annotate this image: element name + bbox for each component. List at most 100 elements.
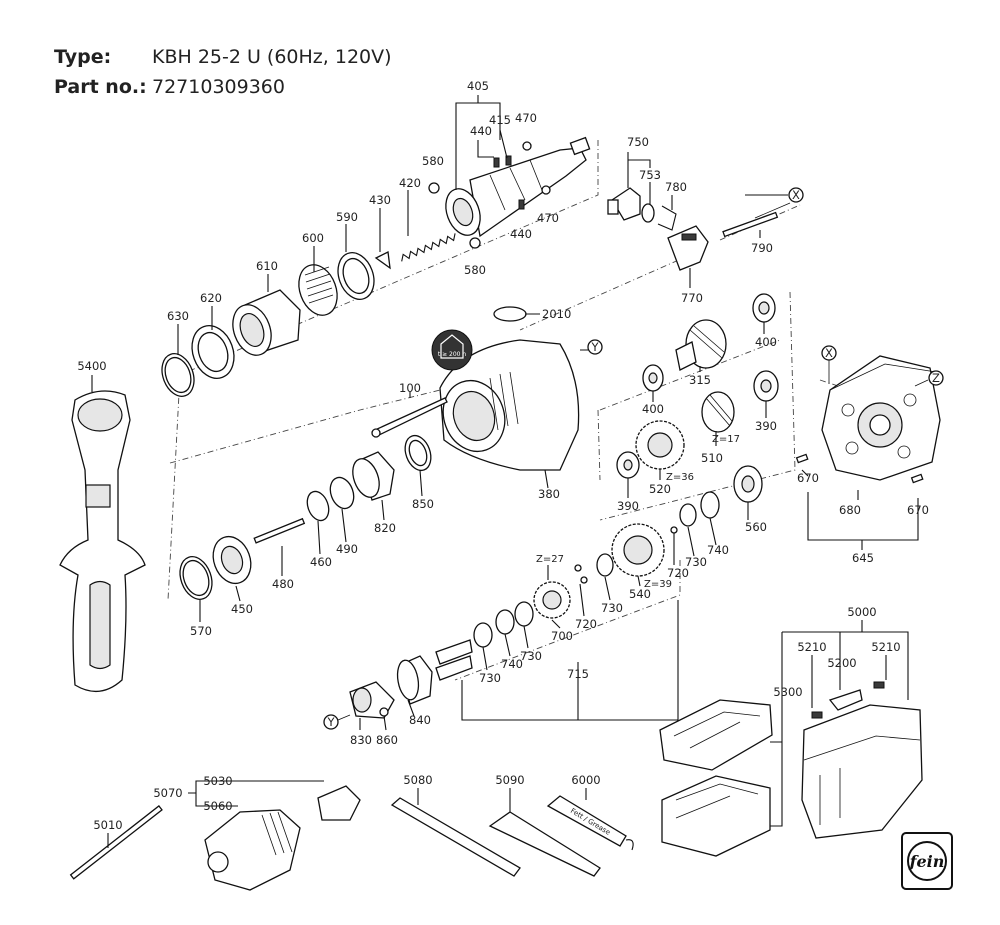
label-580-top: 580 — [422, 154, 444, 168]
label-400-mid: 400 — [642, 402, 664, 416]
label-620: 620 — [200, 291, 222, 305]
label-390-left: 390 — [617, 499, 639, 513]
label-730-low: 730 — [479, 671, 501, 685]
pins-715-b — [435, 655, 473, 681]
leader-lines — [91, 95, 919, 848]
label-850: 850 — [412, 497, 434, 511]
warning-badge: t ≥ 200 h — [431, 329, 473, 371]
label-6000: 6000 — [571, 773, 600, 787]
label-5210-right: 5210 — [871, 640, 900, 654]
label-820: 820 — [374, 521, 396, 535]
spindle-assembly — [445, 136, 591, 238]
ball-720-mid-b — [580, 576, 588, 584]
label-580-bottom: 580 — [464, 263, 486, 277]
label-540: 540 — [629, 587, 651, 601]
label-470-bottom: 470 — [537, 211, 559, 225]
ball-860 — [379, 707, 389, 717]
label-770: 770 — [681, 291, 703, 305]
label-470-top: 470 — [515, 111, 537, 125]
label-780: 780 — [665, 180, 687, 194]
hook-wrench-5080 — [390, 797, 521, 877]
label-610: 610 — [256, 259, 278, 273]
label-440-bottom: 440 — [510, 227, 532, 241]
label-415: 415 — [489, 113, 511, 127]
label-730-right: 730 — [685, 555, 707, 569]
callout-labels: X Y X Z Y 405 415 470 440 580 420 430 59… — [77, 79, 940, 832]
label-730-left: 730 — [520, 649, 542, 663]
label-5060: 5060 — [203, 799, 232, 813]
motor-flange-680 — [821, 355, 941, 481]
gear-train — [473, 293, 779, 648]
label-860: 860 — [376, 733, 398, 747]
label-380: 380 — [538, 487, 560, 501]
label-5000: 5000 — [847, 605, 876, 619]
label-730-mid: 730 — [601, 601, 623, 615]
marker-y-bottom: Y — [326, 715, 335, 729]
label-645: 645 — [852, 551, 874, 565]
badge-text: t ≥ 200 h — [438, 351, 467, 358]
chuck-key-5010 — [69, 805, 163, 880]
ring-730-mid — [596, 553, 614, 577]
label-720-right: 720 — [667, 566, 689, 580]
label-5080: 5080 — [403, 773, 432, 787]
ball-580-top — [428, 182, 440, 194]
spring-420 — [401, 233, 456, 262]
pin-415 — [505, 155, 512, 166]
label-790: 790 — [751, 241, 773, 255]
label-315: 315 — [689, 373, 711, 387]
label-670-right: 670 — [907, 503, 929, 517]
label-450: 450 — [231, 602, 253, 616]
label-720-left: 720 — [575, 617, 597, 631]
ring-740-right — [700, 491, 720, 519]
ring-850-inner — [408, 439, 428, 467]
type-label: Type: — [54, 46, 112, 68]
label-z36: Z=36 — [666, 472, 694, 483]
label-440-top: 440 — [470, 124, 492, 138]
label-420: 420 — [399, 176, 421, 190]
ring-730-left — [514, 601, 534, 627]
marker-y-top: Y — [590, 340, 599, 354]
latch-5210-left — [811, 711, 823, 719]
open-wrench-5090 — [488, 811, 601, 877]
label-z17: Z=17 — [712, 434, 740, 445]
label-715: 715 — [567, 667, 589, 681]
marker-x-right: X — [825, 346, 833, 360]
type-line: Type: KBH 25-2 U (60Hz, 120V) — [54, 46, 392, 68]
label-750: 750 — [627, 135, 649, 149]
label-510: 510 — [701, 451, 723, 465]
label-740-left: 740 — [501, 657, 523, 671]
sleeve-rings — [161, 252, 375, 397]
locking-group — [607, 187, 709, 271]
label-400-top: 400 — [755, 335, 777, 349]
fein-logo: fein — [901, 832, 953, 890]
label-430: 430 — [369, 193, 391, 207]
label-520: 520 — [649, 482, 671, 496]
pin-670-right — [910, 473, 924, 484]
cone-430 — [374, 251, 391, 270]
bushing-840-face — [396, 659, 420, 701]
label-570: 570 — [190, 624, 212, 638]
washer-460 — [306, 490, 330, 522]
gear-housing-380 — [439, 339, 580, 471]
label-490: 490 — [336, 542, 358, 556]
label-670-left: 670 — [797, 471, 819, 485]
label-390-right: 390 — [755, 419, 777, 433]
ring-730-low — [473, 622, 493, 648]
pin-440-bottom — [518, 199, 525, 210]
drill-chuck-5060 — [204, 809, 301, 891]
screw-100-head — [371, 428, 381, 438]
type-value: KBH 25-2 U (60Hz, 120V) — [152, 46, 392, 68]
ring-730-right — [679, 503, 697, 527]
label-2010: 2010 — [542, 307, 571, 321]
bearing-450-bore — [220, 545, 244, 575]
grease-tube-6000 — [546, 795, 627, 847]
label-5070: 5070 — [153, 786, 182, 800]
ring-490 — [329, 476, 355, 510]
label-840: 840 — [409, 713, 431, 727]
label-480: 480 — [272, 577, 294, 591]
label-5200: 5200 — [827, 656, 856, 670]
ball-580-bottom — [469, 237, 481, 249]
latch-5210-right — [873, 681, 885, 689]
logo-text: fein — [909, 852, 945, 871]
